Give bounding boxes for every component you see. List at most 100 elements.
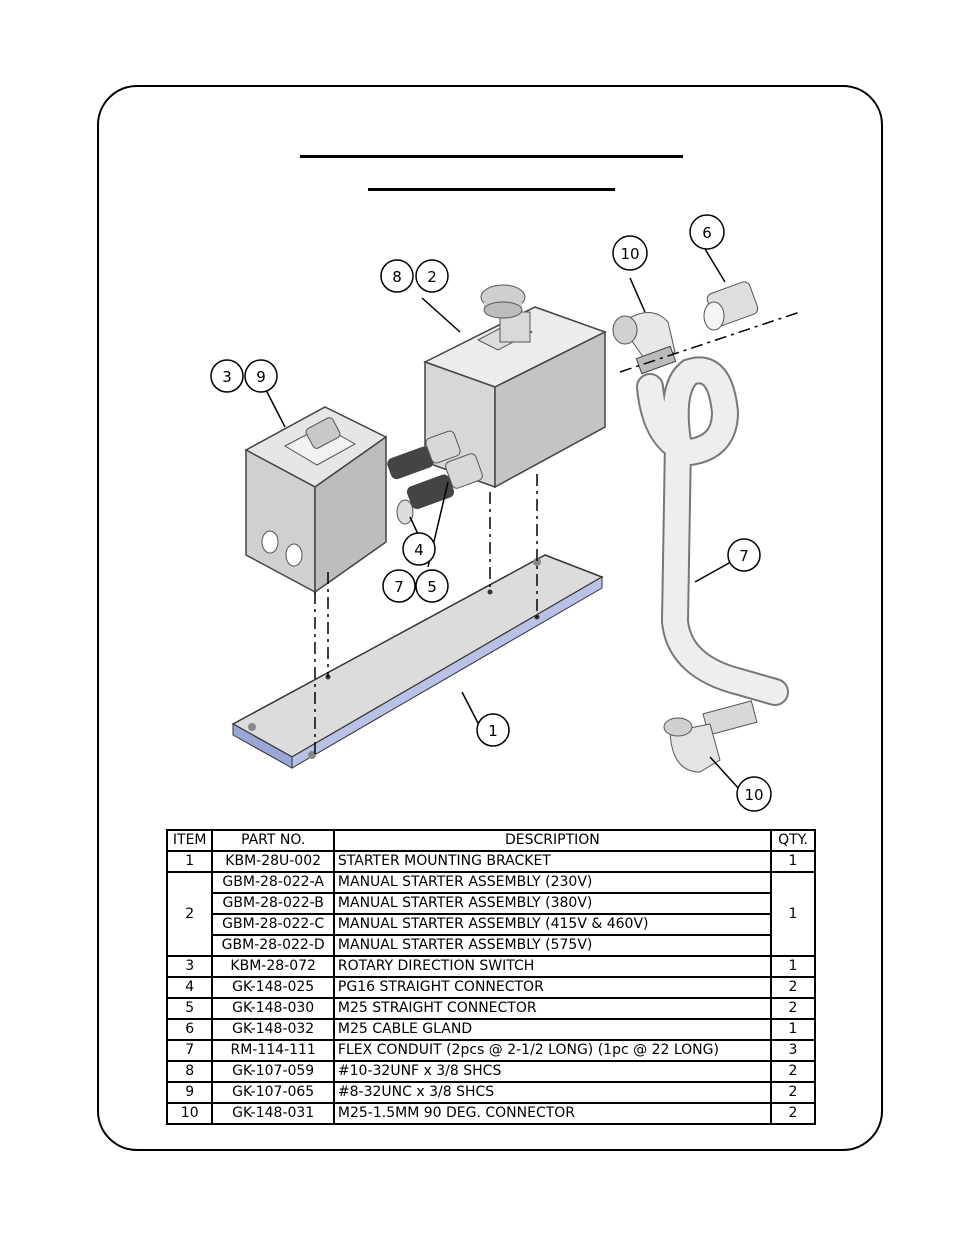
- balloon-10-bottom-label: 10: [744, 786, 763, 804]
- cell-item: 10: [165, 1102, 214, 1125]
- table-row: 4 GK-148-025 PG16 STRAIGHT CONNECTOR 2: [165, 976, 817, 999]
- cell-qty: 2: [769, 1102, 817, 1125]
- table-row: 5 GK-148-030 M25 STRAIGHT CONNECTOR 2: [165, 997, 817, 1020]
- balloon-6-label: 6: [702, 224, 712, 242]
- table-row: 7 RM-114-111 FLEX CONDUIT (2pcs @ 2-1/2 …: [165, 1039, 817, 1062]
- header-part-no: PART NO.: [211, 829, 335, 852]
- balloon-3-label: 3: [222, 368, 232, 386]
- ninety-degree-connector-bottom: [663, 700, 758, 773]
- cell-desc: #8-32UNC x 3/8 SHCS: [332, 1081, 772, 1104]
- straight-connectors: [425, 430, 483, 489]
- flex-conduit-long: [636, 356, 789, 706]
- cell-item: 6: [165, 1018, 214, 1041]
- cell-qty: 2: [769, 976, 817, 999]
- cell-qty: 2: [769, 1060, 817, 1083]
- cell-part: GK-107-065: [211, 1081, 335, 1104]
- table-row: 1 KBM-28U-002 STARTER MOUNTING BRACKET 1: [165, 850, 817, 873]
- table-row: 8 GK-107-059 #10-32UNF x 3/8 SHCS 2: [165, 1060, 817, 1083]
- title-underline-1: [300, 155, 683, 158]
- cell-item: 1: [165, 850, 214, 873]
- balloon-10-bottom: 10: [736, 776, 772, 812]
- cell-qty: 1: [769, 955, 817, 978]
- balloon-2: 2: [415, 259, 449, 293]
- title-underline-2: [368, 188, 615, 191]
- balloon-4: 4: [402, 532, 436, 566]
- header-item: ITEM: [165, 829, 214, 852]
- cell-part: KBM-28U-002: [211, 850, 335, 873]
- cell-qty: 1: [769, 871, 817, 957]
- cell-item: 2: [165, 871, 214, 957]
- cell-part: RM-114-111: [211, 1039, 335, 1062]
- cell-item: 3: [165, 955, 214, 978]
- cell-part: GBM-28-022-A: [211, 871, 335, 894]
- cell-desc: M25-1.5MM 90 DEG. CONNECTOR: [332, 1102, 772, 1125]
- balloon-10-top: 10: [612, 235, 648, 271]
- cell-part: KBM-28-072: [211, 955, 335, 978]
- cell-qty: 2: [769, 1081, 817, 1104]
- cell-desc: STARTER MOUNTING BRACKET: [332, 850, 772, 873]
- balloon-5-label: 5: [427, 578, 437, 596]
- cell-qty: 2: [769, 997, 817, 1020]
- table-row: 3 KBM-28-072 ROTARY DIRECTION SWITCH 1: [165, 955, 817, 978]
- table-row: GBM-28-022-C MANUAL STARTER ASSEMBLY (41…: [167, 913, 815, 936]
- cell-desc: ROTARY DIRECTION SWITCH: [332, 955, 772, 978]
- cell-desc: M25 CABLE GLAND: [332, 1018, 772, 1041]
- cell-item: 8: [165, 1060, 214, 1083]
- table-row: 9 GK-107-065 #8-32UNC x 3/8 SHCS 2: [165, 1081, 817, 1104]
- table-row: GBM-28-022-B MANUAL STARTER ASSEMBLY (38…: [167, 892, 815, 915]
- parts-list-table: ITEM PART NO. DESCRIPTION QTY. 1 KBM-28U…: [165, 829, 817, 1125]
- exploded-assembly-drawing: 8 2 3 9 10 6 4 7 5 7 1 10: [200, 212, 800, 822]
- table-row: 2 GBM-28-022-A MANUAL STARTER ASSEMBLY (…: [165, 871, 817, 957]
- flex-conduit-short: [387, 446, 455, 525]
- cell-desc: PG16 STRAIGHT CONNECTOR: [332, 976, 772, 999]
- balloon-10-top-label: 10: [620, 245, 639, 263]
- cable-gland: [703, 281, 759, 331]
- cell-qty: 1: [769, 1018, 817, 1041]
- balloon-7-right-label: 7: [739, 547, 749, 565]
- balloon-1: 1: [476, 713, 510, 747]
- table-header-row: ITEM PART NO. DESCRIPTION QTY.: [165, 829, 817, 852]
- cell-part: GBM-28-022-B: [211, 892, 335, 915]
- cell-desc: #10-32UNF x 3/8 SHCS: [332, 1060, 772, 1083]
- balloon-4-label: 4: [414, 541, 424, 559]
- balloon-2-label: 2: [427, 268, 437, 286]
- cell-item: 4: [165, 976, 214, 999]
- table-row: GBM-28-022-D MANUAL STARTER ASSEMBLY (57…: [167, 934, 815, 957]
- balloon-5: 5: [415, 569, 449, 603]
- cell-part: GBM-28-022-C: [211, 913, 335, 936]
- header-qty: QTY.: [769, 829, 817, 852]
- header-description: DESCRIPTION: [332, 829, 772, 852]
- cell-part: GBM-28-022-D: [211, 934, 335, 957]
- page-border: [97, 85, 883, 1151]
- cell-desc: MANUAL STARTER ASSEMBLY (415V & 460V): [332, 913, 772, 936]
- cell-part: GK-148-031: [211, 1102, 335, 1125]
- item-balloons: 8 2 3 9 10 6 4 7 5 7 1 10: [210, 214, 772, 812]
- balloon-6: 6: [689, 214, 725, 250]
- balloon-9: 9: [244, 359, 278, 393]
- cell-part: GK-148-025: [211, 976, 335, 999]
- balloon-7-left-label: 7: [394, 578, 404, 596]
- cell-item: 7: [165, 1039, 214, 1062]
- cell-desc: MANUAL STARTER ASSEMBLY (230V): [332, 871, 772, 894]
- balloon-8: 8: [380, 259, 414, 293]
- manual-starter-enclosure: [423, 284, 607, 489]
- cell-desc: FLEX CONDUIT (2pcs @ 2-1/2 LONG) (1pc @ …: [332, 1039, 772, 1062]
- cell-desc: MANUAL STARTER ASSEMBLY (575V): [332, 934, 772, 957]
- balloon-9-label: 9: [256, 368, 266, 386]
- balloon-1-label: 1: [488, 722, 498, 740]
- table-row: 10 GK-148-031 M25-1.5MM 90 DEG. CONNECTO…: [165, 1102, 817, 1125]
- rotary-switch-box: [244, 406, 388, 594]
- cell-part: GK-107-059: [211, 1060, 335, 1083]
- cell-part: GK-148-030: [211, 997, 335, 1020]
- balloon-7-right: 7: [727, 538, 761, 572]
- balloon-3: 3: [210, 359, 244, 393]
- balloon-7-left: 7: [382, 569, 416, 603]
- balloon-8-label: 8: [392, 268, 402, 286]
- cell-qty: 3: [769, 1039, 817, 1062]
- cell-desc: MANUAL STARTER ASSEMBLY (380V): [332, 892, 772, 915]
- cell-part: GK-148-032: [211, 1018, 335, 1041]
- table-row: 6 GK-148-032 M25 CABLE GLAND 1: [165, 1018, 817, 1041]
- cell-qty: 1: [769, 850, 817, 873]
- cell-item: 5: [165, 997, 214, 1020]
- cell-desc: M25 STRAIGHT CONNECTOR: [332, 997, 772, 1020]
